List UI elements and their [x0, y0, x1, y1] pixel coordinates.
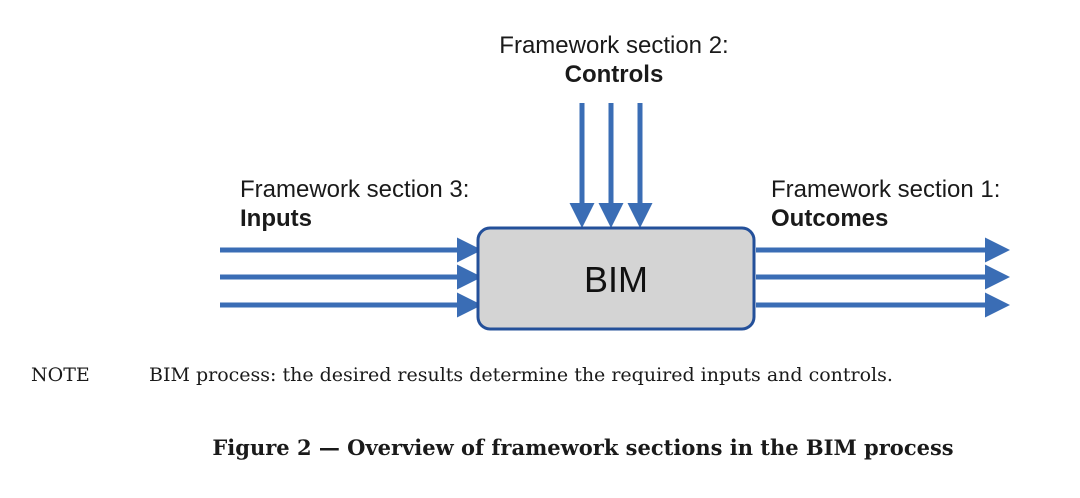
controls-name: Controls [564, 60, 664, 88]
controls-heading: Framework section 2: [499, 32, 729, 59]
inputs-heading: Framework section 3: [240, 176, 470, 203]
outcomes-heading: Framework section 1: [771, 176, 1001, 203]
inputs-label: Framework section 3: Inputs [240, 176, 469, 234]
inputs-name: Inputs [240, 204, 312, 232]
controls-label: Framework section 2: Controls [487, 32, 741, 90]
figure-caption: Figure 2 — Overview of framework section… [212, 435, 954, 460]
note-text: BIM process: the desired results determi… [149, 364, 893, 386]
note-label: NOTE [31, 364, 90, 386]
outcome-arrows [756, 237, 1010, 318]
bim-process-label: BIM [584, 259, 648, 300]
outcomes-name: Outcomes [771, 204, 889, 232]
bim-process-box [476, 226, 756, 331]
note: NOTE BIM process: the desired results det… [31, 364, 893, 386]
control-arrows [569, 103, 653, 228]
framework-diagram: BIM [220, 103, 1010, 331]
outcomes-label: Framework section 1: Outcomes [771, 176, 1000, 234]
input-arrows [220, 237, 482, 318]
